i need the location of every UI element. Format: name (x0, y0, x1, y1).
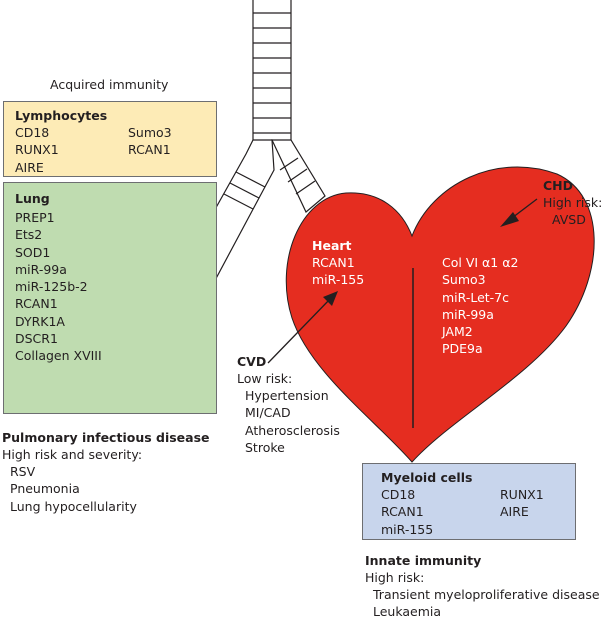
pulmonary-list: RSV Pneumonia Lung hypocellularity (10, 463, 137, 515)
innate-risk: High risk: (365, 570, 425, 585)
chd-title: CHD (543, 178, 574, 193)
myeloid-title: Myeloid cells (381, 470, 473, 485)
lymphocytes-title: Lymphocytes (15, 108, 108, 123)
list-item: PDE9a (442, 341, 483, 357)
list-item: miR-99a (442, 306, 494, 322)
right-bronchus (271, 139, 326, 213)
list-item: RCAN1 (381, 504, 424, 520)
list-item: miR-155 (381, 521, 434, 537)
myeloid-col1: CD18 RCAN1 miR-155 (381, 486, 433, 538)
list-item: Lung hypocellularity (10, 498, 137, 514)
list-item: MI/CAD (245, 405, 291, 421)
list-item: miR-155 (312, 272, 365, 288)
lung-box: Lung PREP1 Ets2 SOD1 miR-99a miR-125b-2 … (3, 182, 217, 414)
heart-shape (285, 166, 595, 463)
list-item: DSCR1 (15, 331, 58, 347)
list-item: Sumo3 (442, 272, 486, 288)
list-item: AVSD (552, 212, 586, 227)
pulmonary-title: Pulmonary infectious disease (2, 430, 210, 445)
list-item: Col VI α1 α2 (442, 255, 519, 270)
heart-left-list: RCAN1 miR-155 (312, 254, 364, 289)
list-item: AIRE (500, 504, 529, 520)
cvd-title: CVD (237, 354, 267, 369)
list-item: Transient myeloproliferative disease (373, 587, 600, 602)
chd-arrow (500, 198, 538, 227)
lymphocytes-col1: CD18 RUNX1 AIRE (15, 124, 59, 176)
list-item: RCAN1 (15, 296, 58, 312)
list-item: CD18 (15, 125, 50, 140)
list-item: miR-Let-7c (442, 289, 510, 305)
list-item: Atherosclerosis (245, 422, 340, 438)
list-item: SOD1 (15, 244, 51, 260)
list-item: CD18 (381, 487, 416, 502)
lymphocytes-box: Lymphocytes CD18 RUNX1 AIRE Sumo3 RCAN1 (3, 101, 217, 177)
trachea (252, 0, 292, 142)
list-item: PREP1 (15, 210, 55, 225)
acquired-immunity-label: Acquired immunity (50, 77, 169, 92)
myeloid-box: Myeloid cells CD18 RCAN1 miR-155 RUNX1 A… (362, 463, 576, 540)
list-item: Stroke (245, 439, 285, 455)
list-item: RUNX1 (500, 487, 544, 502)
list-item: Hypertension (245, 388, 329, 403)
list-item: miR-99a (15, 261, 67, 277)
chd-risk: High risk: (543, 195, 603, 210)
lymphocytes-col2: Sumo3 RCAN1 (128, 124, 172, 159)
list-item: DYRK1A (15, 313, 65, 329)
list-item: AIRE (15, 159, 44, 175)
list-item: miR-125b-2 (15, 279, 88, 295)
list-item: RSV (10, 464, 36, 479)
list-item: RUNX1 (15, 142, 59, 158)
lung-gene-list: PREP1 Ets2 SOD1 miR-99a miR-125b-2 RCAN1… (15, 209, 102, 365)
cvd-risk: Low risk: (237, 371, 293, 386)
cvd-arrow (267, 291, 338, 364)
cvd-list: Hypertension MI/CAD Atherosclerosis Stro… (245, 387, 340, 456)
lung-title: Lung (15, 191, 50, 206)
list-item: JAM2 (442, 324, 473, 340)
innate-title: Innate immunity (365, 553, 482, 568)
innate-list: Transient myeloproliferative disease Leu… (373, 586, 600, 621)
heart-title: Heart (312, 238, 352, 253)
list-item: RCAN1 (312, 255, 355, 270)
list-item: Sumo3 (128, 125, 172, 140)
pulmonary-subtitle: High risk and severity: (2, 447, 143, 462)
list-item: Ets2 (15, 227, 43, 243)
list-item: Collagen XVIII (15, 348, 102, 364)
list-item: RCAN1 (128, 142, 171, 158)
chd-list: AVSD (552, 211, 586, 228)
list-item: Pneumonia (10, 481, 80, 497)
list-item: Leukaemia (373, 604, 442, 620)
myeloid-col2: RUNX1 AIRE (500, 486, 544, 521)
heart-right-list: Col VI α1 α2 Sumo3 miR-Let-7c miR-99a JA… (442, 254, 518, 358)
